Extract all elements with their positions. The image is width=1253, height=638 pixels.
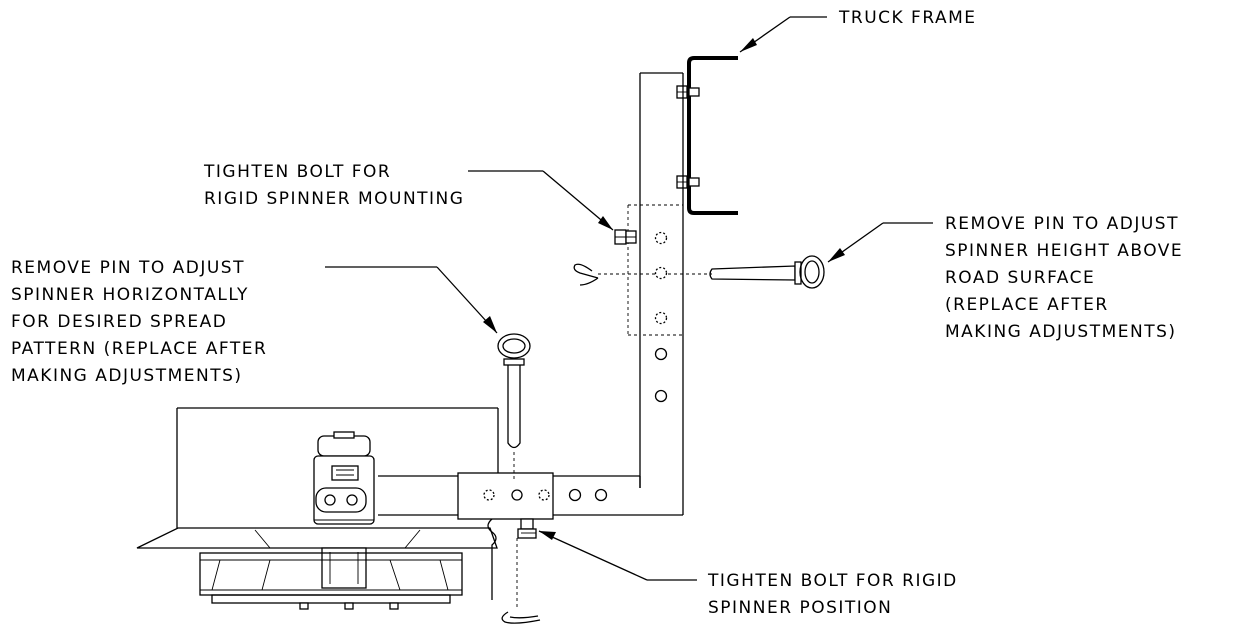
spinner-hub (321, 547, 367, 589)
mounting-bolt (614, 229, 637, 245)
height-pin (668, 255, 825, 289)
leader-height-pin (827, 222, 933, 263)
spinner-motor (313, 431, 375, 525)
label-tighten-mounting-1: TIGHTEN BOLT FOR (203, 162, 391, 182)
label-horiz-pin-1: REMOVE PIN TO ADJUST (11, 258, 245, 278)
frame-bolts (676, 85, 700, 189)
label-tighten-mounting-2: RIGID SPINNER MOUNTING (204, 189, 464, 209)
spinner-shield (176, 407, 499, 528)
horizontal-sleeve (457, 472, 554, 520)
spinner-fins (199, 552, 463, 610)
label-tighten-position-1: TIGHTEN BOLT FOR RIGID (707, 571, 958, 591)
leader-tighten-position (538, 530, 697, 581)
label-horiz-pin-5: MAKING ADJUSTMENTS) (11, 366, 243, 386)
label-height-pin-4: (REPLACE AFTER (945, 295, 1109, 315)
label-height-pin-1: REMOVE PIN TO ADJUST (945, 214, 1179, 234)
hydraulic-hose (487, 518, 497, 600)
label-truck-frame: TRUCK FRAME (838, 8, 977, 28)
label-height-pin-2: SPINNER HEIGHT ABOVE (945, 241, 1183, 261)
hairpin-clip-height (573, 263, 655, 286)
spinner-disk (136, 527, 498, 549)
truck-frame (687, 56, 738, 215)
label-horiz-pin-3: FOR DESIRED SPREAD (11, 312, 227, 332)
label-height-pin-5: MAKING ADJUSTMENTS) (945, 322, 1177, 342)
label-horiz-pin-4: PATTERN (REPLACE AFTER (11, 339, 267, 359)
vertical-sleeve (627, 204, 684, 336)
hairpin-clip-bottom (501, 538, 541, 624)
vertical-post (639, 72, 684, 515)
position-bolt (517, 518, 537, 539)
vertical-post-holes (654, 231, 668, 403)
label-height-pin-3: ROAD SURFACE (945, 268, 1095, 288)
label-tighten-position-2: SPINNER POSITION (708, 598, 892, 618)
label-horiz-pin-2: SPINNER HORIZONTALLY (11, 285, 249, 305)
leader-horiz-pin (325, 266, 498, 334)
horizontal-pin (497, 333, 531, 480)
horizontal-arm-holes (483, 488, 608, 502)
leader-tighten-mounting (468, 170, 614, 231)
leader-truck-frame (739, 16, 827, 53)
